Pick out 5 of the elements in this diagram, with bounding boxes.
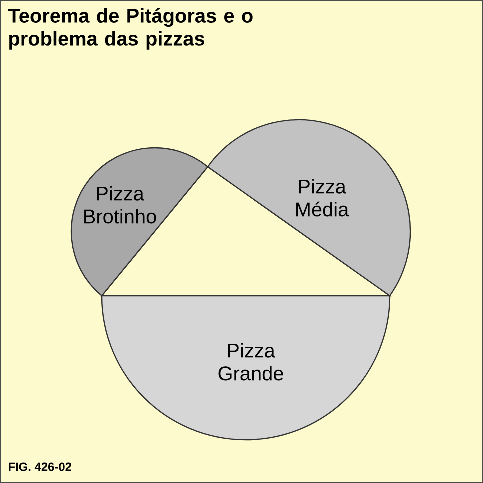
figure-number: FIG. 426-02 bbox=[9, 462, 72, 472]
title: Teorema de Pitágoras e o problema das pizzas bbox=[8, 8, 253, 50]
semicircle: Pizza Brotinho bbox=[70, 147, 209, 297]
semicircle: Pizza Grande bbox=[101, 295, 391, 441]
semicircle: Pizza Média bbox=[207, 119, 412, 297]
